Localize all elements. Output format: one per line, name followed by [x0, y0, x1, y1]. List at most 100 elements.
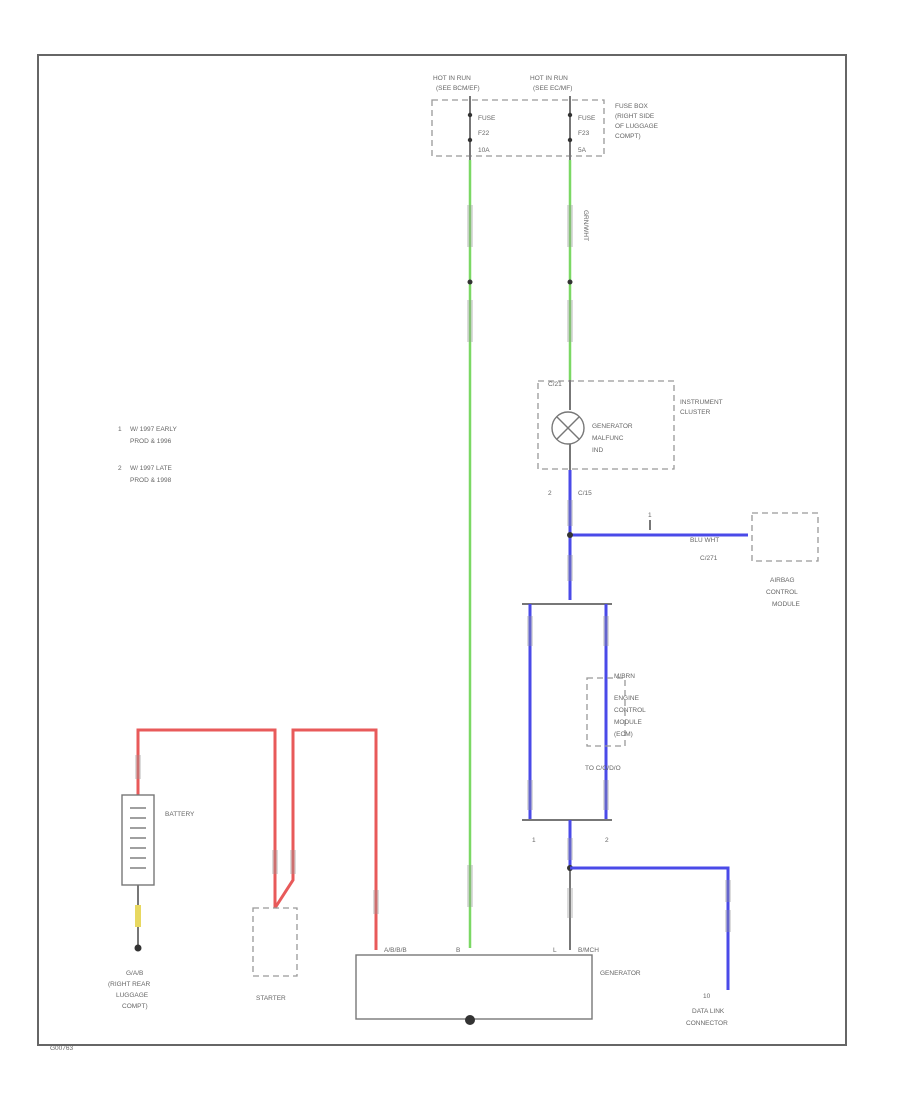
fuse-1-line2: (SEE BCM/EF) — [436, 85, 480, 92]
fuse-1-name: FUSE — [478, 115, 496, 122]
wire-tag-green-a — [467, 205, 473, 247]
airbag-control-module: AIRBAG CONTROL MODULE — [751, 512, 819, 608]
ecm-l4: (ECM) — [614, 731, 633, 738]
ground-l1: G/A/B — [126, 970, 143, 977]
fuse-box-l1: FUSE BOX — [615, 103, 649, 110]
cluster-pin-num: 2 — [548, 490, 552, 497]
wire-tag-gray — [567, 888, 573, 918]
fuse-2-hot-label: HOT IN RUN — [530, 75, 568, 82]
fuse-box-l3: OF LUGGAGE — [615, 123, 659, 130]
fuse-box-l4: COMPT) — [615, 133, 641, 140]
fuse-1-node-top — [467, 112, 473, 118]
wire-tag-red-d — [373, 890, 379, 914]
fuse-1-node-bot — [467, 137, 473, 143]
note-1-l2: PROD & 1996 — [130, 438, 172, 445]
wire-tag-green-label: GRN/WHT — [582, 210, 589, 241]
fuse-2-id: F23 — [578, 130, 590, 137]
cluster-l2: CLUSTER — [680, 409, 711, 416]
generator-label: GENERATOR — [600, 970, 641, 977]
wire-tag-green-d — [567, 300, 573, 342]
generator-malfunc-lamp-icon — [551, 411, 585, 445]
diagram-frame — [37, 54, 847, 1046]
generator-pin-b2: B — [456, 947, 460, 954]
wire-tag-blue-a — [567, 500, 573, 526]
wire-tag-green-e — [467, 865, 473, 907]
wire-tag-blue-i — [725, 910, 731, 932]
airbag-wire-label: BLU WHT — [690, 537, 719, 544]
ground-l4: COMPT) — [122, 1003, 148, 1010]
red-wire-battery-generator — [273, 728, 378, 950]
wire-tag-green-b — [467, 300, 473, 342]
generator-case-ground-icon — [465, 1015, 475, 1025]
ecm-l2: CONTROL — [614, 707, 646, 714]
fuse-box: HOT IN RUN (SEE BCM/EF) HOT IN RUN (SEE … — [431, 75, 659, 160]
datalink-pin: 10 — [703, 993, 711, 1000]
datalink-l2: CONNECTOR — [686, 1020, 728, 1027]
fuse-1-amps: 10A — [478, 147, 490, 154]
note-2-num: 2 — [118, 465, 122, 472]
wire-tag-ground — [135, 905, 141, 927]
starter: STARTER — [252, 907, 298, 1002]
airbag-conn-label: C/271 — [700, 555, 718, 562]
generator-outline — [355, 954, 593, 1020]
fuse-1-id: F22 — [478, 130, 490, 137]
connector-green-1 — [467, 279, 473, 285]
lamp-l3: IND — [592, 447, 604, 454]
fuse-2-name: FUSE — [578, 115, 596, 122]
generator-pin-b: A/B/B/B — [384, 947, 407, 954]
ecm-outline — [586, 677, 626, 747]
airbag-l3: MODULE — [772, 601, 800, 608]
wire-tag-red-b — [272, 850, 278, 874]
wire-tag-red-a — [135, 755, 141, 779]
wire-tag-blue-f — [603, 780, 609, 810]
fuse-box-l2: (RIGHT SIDE — [615, 113, 655, 120]
wire-tag-blue-h — [725, 880, 731, 902]
instrument-cluster-outline — [537, 380, 675, 470]
ecm-conn-top: M/BRN — [614, 673, 635, 680]
ecm-l3: MODULE — [614, 719, 642, 726]
generator-pin-d: B/MCH — [578, 947, 599, 954]
generator: A/B/B/B B L B/MCH GENERATOR — [355, 947, 641, 1025]
wire-tag-blue-e — [527, 780, 533, 810]
fuse-2-amps: 5A — [578, 147, 587, 154]
ecm-split-right: 2 — [605, 837, 609, 844]
engine-control-module: M/BRN ENGINE CONTROL MODULE (ECM) TO C/O… — [585, 673, 646, 772]
battery: BATTERY — [121, 794, 195, 886]
wire-tag-blue-b — [567, 555, 573, 581]
ecm-conn-bot: TO C/O/D/O — [585, 765, 621, 772]
fuse-1-hot-label: HOT IN RUN — [433, 75, 471, 82]
data-link-connector: 10 DATA LINK CONNECTOR — [686, 993, 728, 1027]
starter-label: STARTER — [256, 995, 286, 1002]
variant-notes: 1 W/ 1997 EARLY PROD & 1996 2 W/ 1997 LA… — [118, 426, 178, 484]
red-wire-battery-starter — [136, 728, 277, 908]
wire-tag-blue-g — [567, 838, 573, 860]
wire-tag-blue-d — [603, 616, 609, 646]
instrument-cluster: C/21 GENERATOR MALFUNC IND INSTRUMENT CL… — [537, 380, 723, 497]
cluster-pin-bot: C/15 — [578, 490, 592, 497]
diagram-code: G00763 — [50, 1045, 74, 1052]
datalink-l1: DATA LINK — [692, 1008, 725, 1015]
generator-pin-l: L — [553, 947, 557, 954]
ground-point-icon — [134, 944, 142, 952]
battery-label: BATTERY — [165, 811, 195, 818]
connector-green-2 — [567, 279, 573, 285]
lamp-filament-2 — [556, 416, 580, 440]
ground-l2: (RIGHT REAR — [108, 981, 150, 988]
blue-wire-to-datalink — [570, 866, 730, 990]
airbag-l1: AIRBAG — [770, 577, 795, 584]
ecm-split-left: 1 — [532, 837, 536, 844]
note-2-l2: PROD & 1998 — [130, 477, 172, 484]
cluster-pin-top: C/21 — [548, 381, 562, 388]
wire-tag-blue-c — [527, 616, 533, 646]
ecm-l1: ENGINE — [614, 695, 640, 702]
lamp-l1: GENERATOR — [592, 423, 633, 430]
note-2-l1: W/ 1997 LATE — [130, 465, 172, 472]
airbag-branch-num: 1 — [648, 512, 652, 519]
ground-label: G/A/B (RIGHT REAR LUGGAGE COMPT) — [108, 970, 150, 1010]
wire-tag-red-c — [290, 850, 296, 874]
cluster-l1: INSTRUMENT — [680, 399, 723, 406]
starter-outline — [252, 907, 298, 977]
wire-tag-green-c — [567, 205, 573, 247]
airbag-l2: CONTROL — [766, 589, 798, 596]
